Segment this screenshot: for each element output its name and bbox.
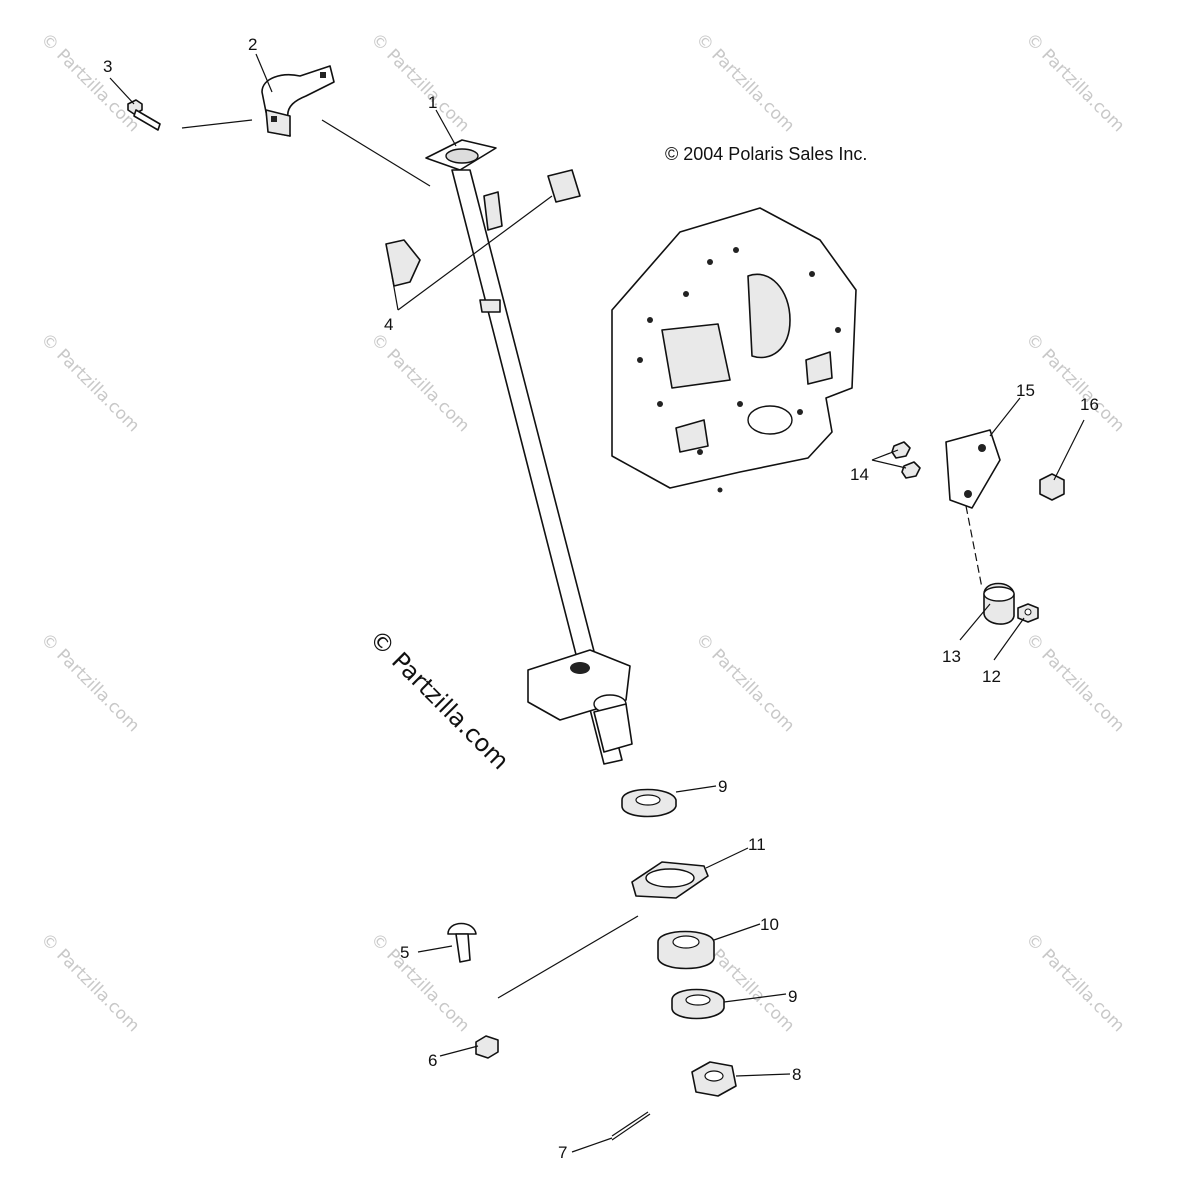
callout-6: 6 [428, 1051, 437, 1070]
callout-4: 4 [384, 315, 393, 334]
callout-15: 15 [1016, 381, 1035, 400]
callout-9-upper: 9 [718, 777, 727, 796]
part-11-bearing [631, 861, 709, 899]
part-15-plate [945, 429, 1001, 509]
callout-3: 3 [103, 57, 112, 76]
part-12-nut [1017, 603, 1039, 623]
watermark-large: © Partzilla.com [364, 624, 515, 775]
callout-8: 8 [792, 1065, 801, 1084]
callout-1: 1 [428, 93, 437, 112]
part-10-bushing [657, 930, 715, 970]
watermark: © Partzilla.com [366, 29, 473, 136]
watermark: © Partzilla.com [366, 329, 473, 436]
dash-panel [611, 207, 857, 493]
callout-9-lower: 9 [788, 987, 797, 1006]
copyright-text: © 2004 Polaris Sales Inc. [665, 144, 867, 164]
watermark: © Partzilla.com [36, 929, 143, 1036]
watermark: © Partzilla.com [1021, 329, 1128, 436]
watermark: © Partzilla.com [36, 329, 143, 436]
callout-13: 13 [942, 647, 961, 666]
callouts: 1 2 3 4 5 6 7 8 9 9 10 11 12 13 14 15 16 [103, 35, 1099, 1162]
watermark: © Partzilla.com [1021, 29, 1128, 136]
watermark: © Partzilla.com [1021, 929, 1128, 1036]
leader-lines [109, 53, 1085, 1153]
callout-14: 14 [850, 465, 869, 484]
part-9-washer-upper [621, 788, 677, 818]
watermark: © Partzilla.com [36, 629, 143, 736]
watermarks: © Partzilla.com © Partzilla.com © Partzi… [36, 29, 1128, 1036]
callout-16: 16 [1080, 395, 1099, 414]
part-9-washer-lower [671, 988, 725, 1020]
part-14-screws [891, 441, 921, 479]
part-7-cotter-pin [611, 1111, 651, 1141]
part-6-nut [475, 1035, 499, 1059]
callout-2: 2 [248, 35, 257, 54]
part-5-bolt [447, 922, 477, 963]
part-16-nut [1039, 473, 1065, 501]
watermark: © Partzilla.com [691, 29, 798, 136]
callout-7: 7 [558, 1143, 567, 1162]
part-3-bolt [127, 99, 161, 131]
callout-10: 10 [760, 915, 779, 934]
part-2-clamp [261, 65, 335, 137]
callout-12: 12 [982, 667, 1001, 686]
watermark: © Partzilla.com [691, 629, 798, 736]
part-13-spacer [983, 582, 1015, 625]
callout-5: 5 [400, 943, 409, 962]
watermark: © Partzilla.com [1021, 629, 1128, 736]
callout-11: 11 [748, 835, 766, 854]
part-1-steering-post [425, 139, 633, 765]
watermark: © Partzilla.com [36, 29, 143, 136]
part-8-nut [691, 1061, 737, 1097]
